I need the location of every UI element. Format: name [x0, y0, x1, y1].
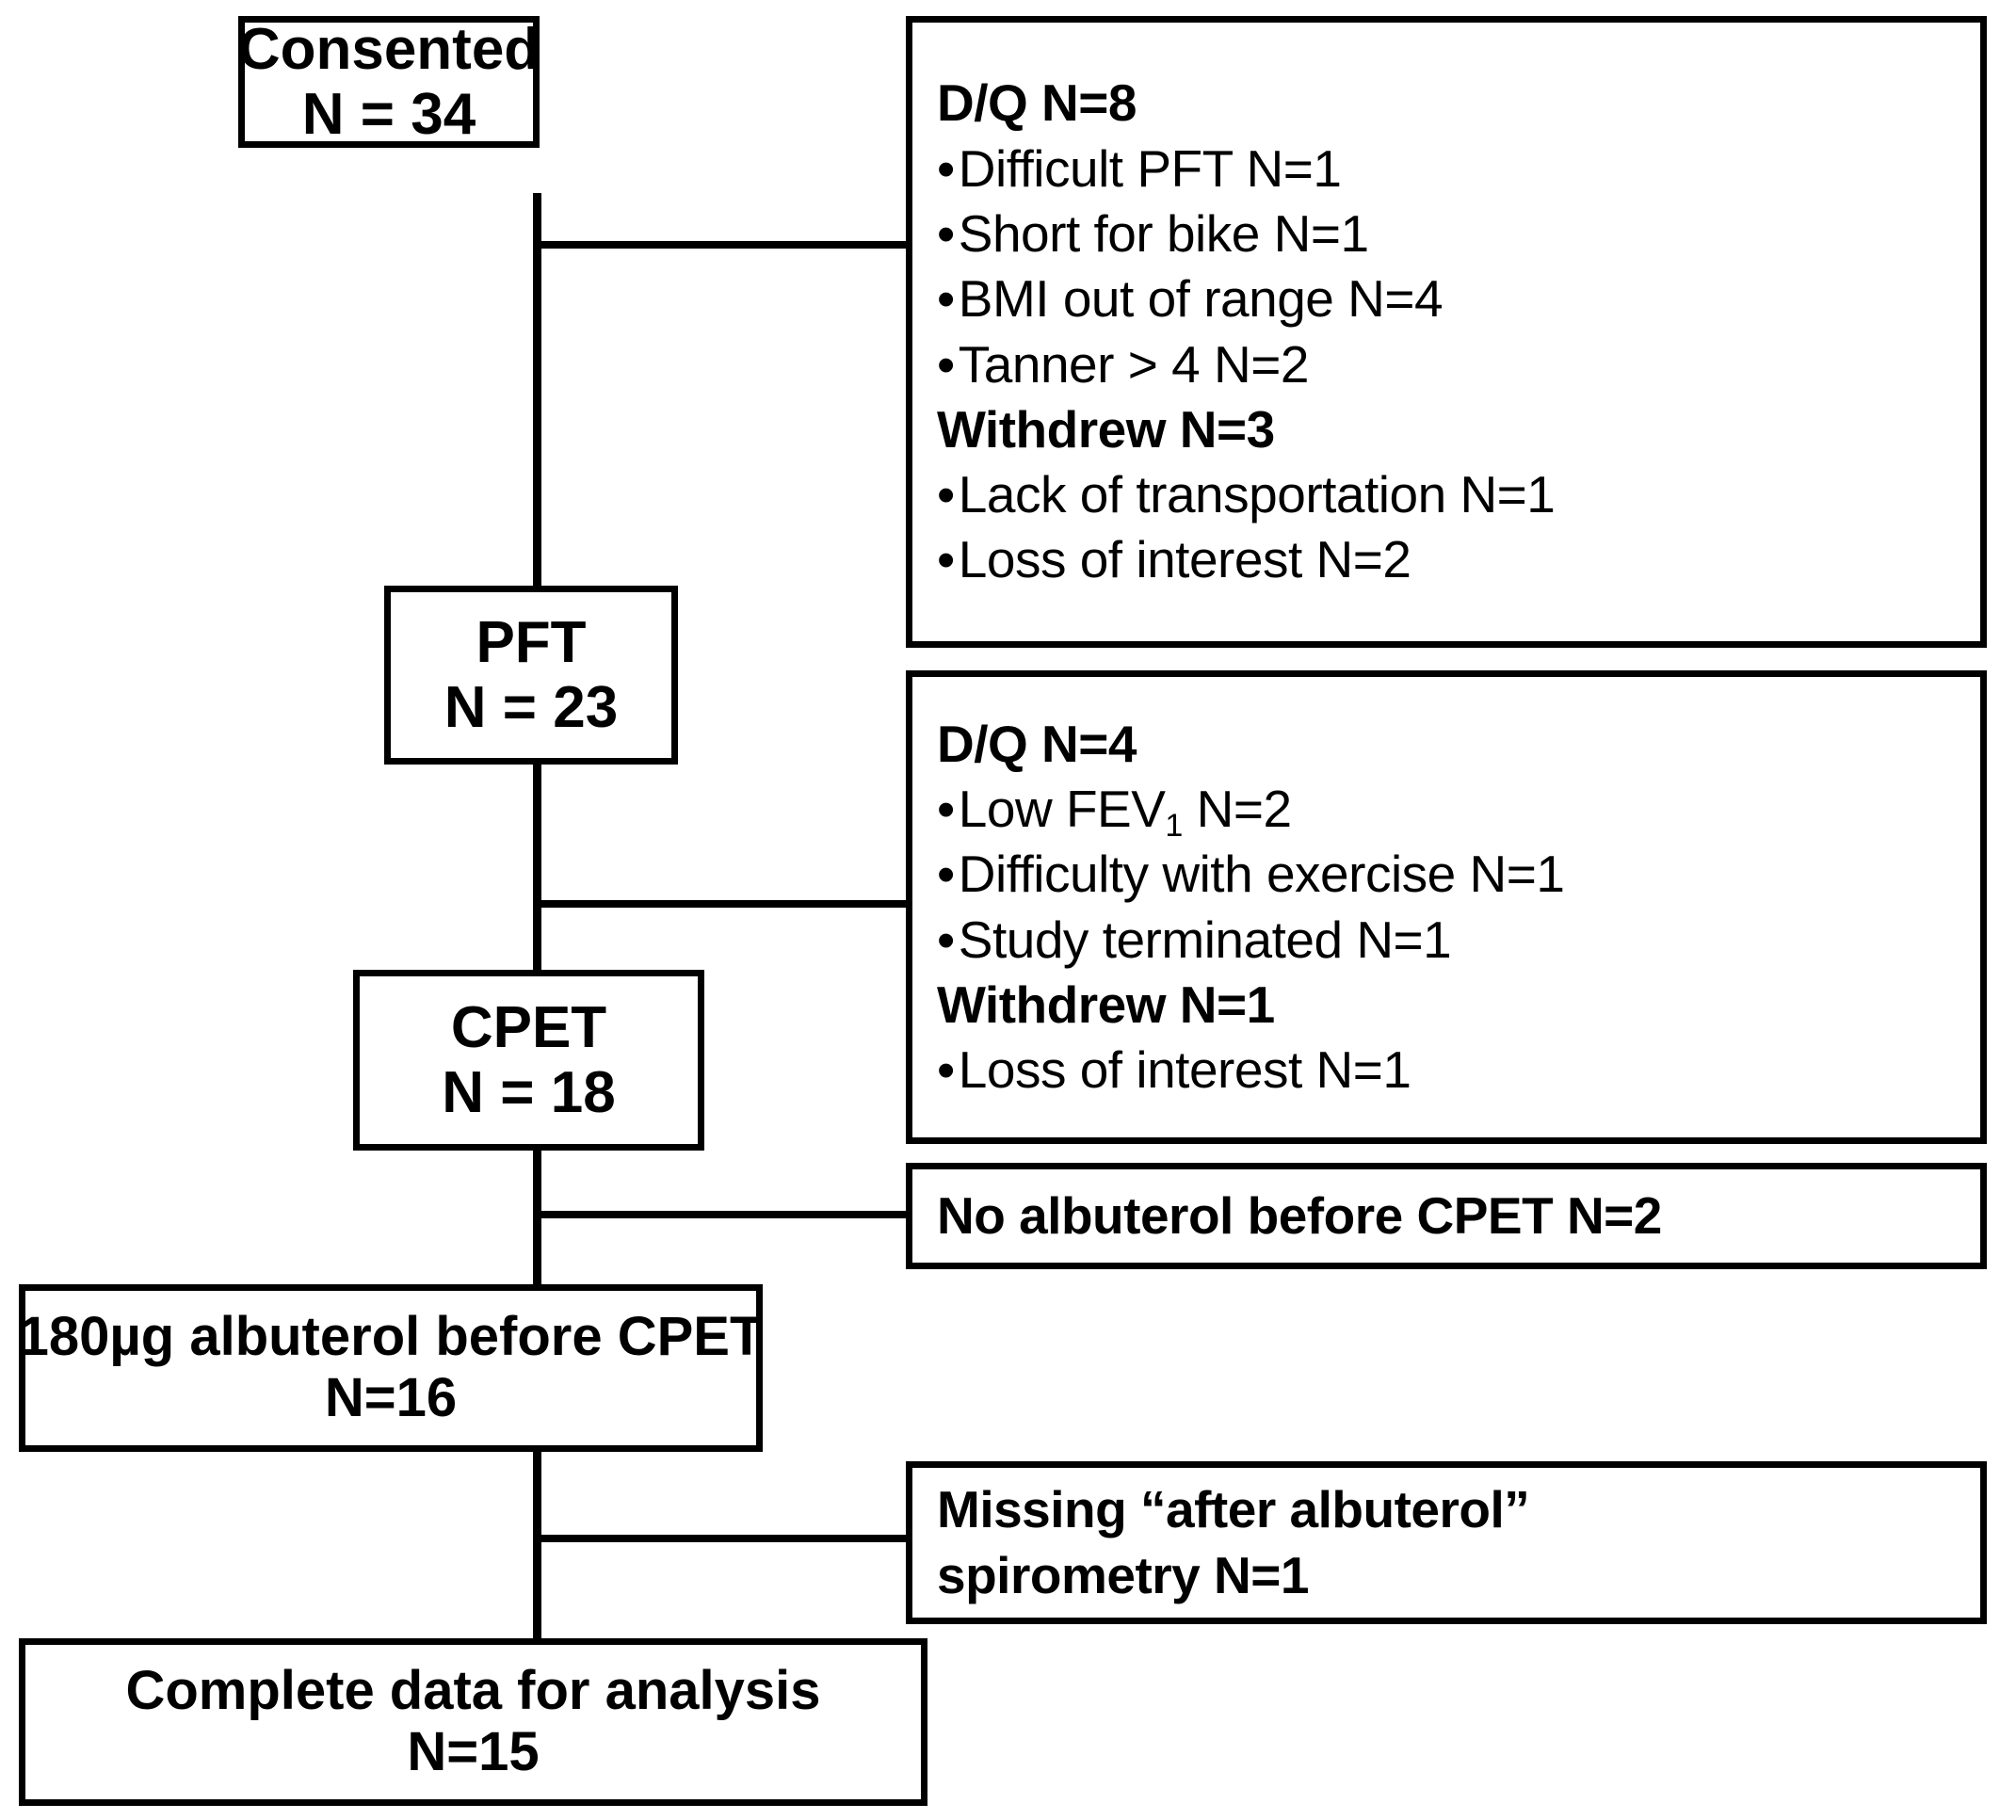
- note-no-albuterol[interactable]: No albuterol before CPET N=2: [906, 1163, 1987, 1269]
- connector-consented-to-pft: [533, 193, 541, 592]
- exclusion-1-item: • Short for bike N=1: [937, 201, 1980, 266]
- bullet-icon: •: [937, 138, 955, 198]
- node-consented[interactable]: Consented N = 34: [238, 16, 540, 148]
- exclusion-1-item: • Tanner > 4 N=2: [937, 332, 1980, 397]
- note-missing-spirometry-line1: Missing “after albuterol”: [937, 1480, 1530, 1539]
- exclusion-2-item: • Difficulty with exercise N=1: [937, 842, 1980, 907]
- exclusion-2-item: • Study terminated N=1: [937, 908, 1980, 973]
- node-pft-count: N = 23: [444, 675, 619, 740]
- node-complete-count: N=15: [407, 1721, 540, 1782]
- exclusion-2-item-label-fev1: Low FEV1 N=2: [958, 779, 1292, 845]
- node-cpet-count: N = 18: [442, 1060, 616, 1125]
- note-no-albuterol-label: No albuterol before CPET N=2: [937, 1185, 1662, 1245]
- exclusion-1-item: • BMI out of range N=4: [937, 266, 1980, 331]
- node-albuterol-label: 180µg albuterol before CPET: [18, 1306, 764, 1368]
- node-cpet[interactable]: CPET N = 18: [353, 970, 704, 1151]
- note-missing-spirometry[interactable]: Missing “after albuterol” spirometry N=1: [906, 1461, 1987, 1624]
- node-albuterol-count: N=16: [324, 1367, 458, 1428]
- exclusion-1-item: • Difficult PFT N=1: [937, 137, 1980, 201]
- exclusion-2-item-label: Loss of interest N=1: [958, 1040, 1411, 1100]
- connector-cpet-to-no-albuterol-note: [533, 1211, 910, 1218]
- node-complete-label: Complete data for analysis: [125, 1660, 821, 1722]
- exclusion-1-item-label: Lack of transportation N=1: [958, 465, 1556, 524]
- bullet-icon: •: [937, 334, 955, 394]
- bullet-icon: •: [937, 269, 955, 329]
- connector-consented-to-exclusion-1: [533, 241, 910, 249]
- connector-pft-to-exclusion-2: [533, 900, 910, 908]
- bullet-icon: •: [937, 465, 955, 524]
- exclusion-1-item-label: Tanner > 4 N=2: [958, 334, 1310, 394]
- exclusion-1-item-label: BMI out of range N=4: [958, 269, 1443, 329]
- node-pft[interactable]: PFT N = 23: [384, 586, 678, 765]
- exclusion-2-group-2-header: Withdrew N=1: [937, 974, 1275, 1034]
- exclusion-box-1[interactable]: D/Q N=8 • Difficult PFT N=1 • Short for …: [906, 16, 1987, 648]
- exclusion-2-item-label: Study terminated N=1: [958, 910, 1452, 969]
- bullet-icon: •: [937, 845, 955, 904]
- note-missing-spirometry-line2: spirometry N=1: [937, 1545, 1309, 1604]
- exclusion-box-2[interactable]: D/Q N=4 • Low FEV1 N=2 • Difficulty with…: [906, 670, 1987, 1144]
- bullet-icon: •: [937, 779, 955, 838]
- bullet-icon: •: [937, 910, 955, 969]
- exclusion-2-item-label: Difficulty with exercise N=1: [958, 845, 1565, 904]
- node-complete-data[interactable]: Complete data for analysis N=15: [19, 1638, 927, 1806]
- exclusion-1-item-label: Difficult PFT N=1: [958, 138, 1342, 198]
- bullet-icon: •: [937, 1040, 955, 1100]
- node-consented-count: N = 34: [301, 82, 476, 147]
- node-cpet-label: CPET: [450, 994, 607, 1060]
- connector-albuterol-to-complete: [533, 1444, 541, 1644]
- node-pft-label: PFT: [476, 609, 587, 675]
- exclusion-1-item-label: Loss of interest N=2: [958, 530, 1411, 589]
- bullet-icon: •: [937, 203, 955, 263]
- connector-pft-to-cpet: [533, 759, 541, 977]
- exclusion-2-item: • Low FEV1 N=2: [937, 777, 1980, 845]
- exclusion-2-group-1-header: D/Q N=4: [937, 714, 1137, 773]
- exclusion-2-item: • Loss of interest N=1: [937, 1038, 1980, 1103]
- connector-albuterol-to-missing-note: [533, 1535, 910, 1542]
- node-consented-label: Consented: [237, 16, 540, 82]
- exclusion-1-group-1-header: D/Q N=8: [937, 73, 1137, 133]
- exclusion-1-item: • Lack of transportation N=1: [937, 462, 1980, 527]
- exclusion-1-item-label: Short for bike N=1: [958, 203, 1369, 263]
- exclusion-1-item: • Loss of interest N=2: [937, 527, 1980, 592]
- node-albuterol-before-cpet[interactable]: 180µg albuterol before CPET N=16: [19, 1284, 763, 1452]
- exclusion-1-group-2-header: Withdrew N=3: [937, 399, 1275, 459]
- bullet-icon: •: [937, 530, 955, 589]
